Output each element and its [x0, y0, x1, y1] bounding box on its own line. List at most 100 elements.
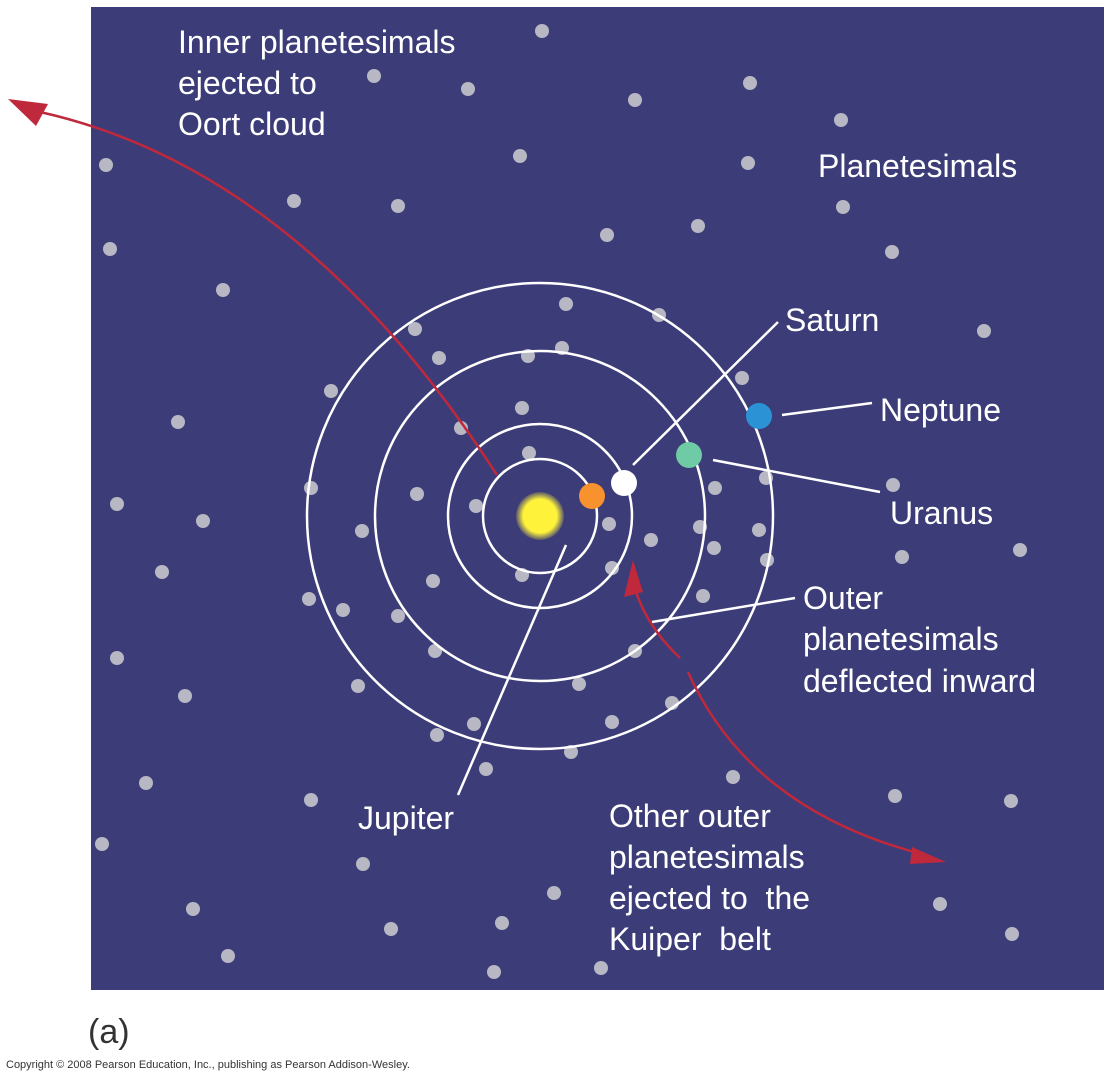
saturn-leader	[632, 321, 779, 466]
planetesimal-dot	[726, 770, 740, 784]
planetesimal-dot	[895, 550, 909, 564]
panel-label: (a)	[88, 1013, 130, 1051]
orbits	[305, 281, 775, 751]
planetesimal-dot	[933, 897, 947, 911]
other-label-1: Other outer	[609, 798, 771, 834]
inner-label-2: ejected to	[178, 65, 317, 101]
planetesimal-dot	[741, 156, 755, 170]
planetesimal-dot	[605, 561, 619, 575]
planetesimal-dot	[384, 922, 398, 936]
arrowhead-icon	[910, 847, 946, 864]
sun	[516, 492, 564, 540]
planetesimal-dot	[888, 789, 902, 803]
uranus-leader	[712, 458, 881, 494]
kuiper-arrow	[686, 671, 926, 857]
planetesimal-dot	[696, 589, 710, 603]
planetesimal-dot	[1004, 794, 1018, 808]
planetesimals-label: Planetesimals	[818, 148, 1017, 184]
planetesimal-dot	[735, 371, 749, 385]
planetesimal-dot	[547, 886, 561, 900]
inner-label-3: Oort cloud	[178, 106, 326, 142]
planetesimal-dot	[691, 219, 705, 233]
planetesimal-dot	[356, 857, 370, 871]
other-label-4: Kuiper belt	[609, 921, 771, 957]
planetesimal-dot	[221, 949, 235, 963]
uranus-label: Uranus	[890, 495, 993, 531]
planetesimal-dot	[454, 421, 468, 435]
planetesimal-dot	[515, 401, 529, 415]
saturn-planet	[611, 470, 637, 496]
planetesimal-dot	[139, 776, 153, 790]
planetesimal-dot	[110, 651, 124, 665]
planetesimal-dot	[155, 565, 169, 579]
planetesimal-dot	[535, 24, 549, 38]
arrowhead-icon	[624, 560, 643, 597]
planetesimal-dot	[628, 93, 642, 107]
uranus-orbit	[373, 349, 707, 683]
saturn-label: Saturn	[785, 302, 879, 338]
planetesimal-dot	[99, 158, 113, 172]
planetesimal-dot	[196, 514, 210, 528]
planetesimal-dot	[367, 69, 381, 83]
planetesimal-dot	[469, 499, 483, 513]
label-lines	[456, 321, 881, 796]
planetesimal-dot	[304, 793, 318, 807]
planetesimal-dot	[426, 574, 440, 588]
planetesimal-dot	[302, 592, 316, 606]
planetesimal-dot	[522, 446, 536, 460]
uranus-planet	[676, 442, 702, 468]
planetesimal-dot	[391, 609, 405, 623]
outer-label-2: planetesimals	[803, 621, 999, 657]
planetesimal-dot	[487, 965, 501, 979]
planetesimal-dot	[186, 902, 200, 916]
planetesimal-dot	[432, 351, 446, 365]
neptune-label: Neptune	[880, 392, 1001, 428]
planetesimal-dot	[216, 283, 230, 297]
copyright: Copyright © 2008 Pearson Education, Inc.…	[6, 1059, 410, 1071]
arrowheads	[8, 99, 946, 864]
planetesimal-dot	[977, 324, 991, 338]
planetesimal-dot	[602, 517, 616, 531]
outer-label-1: Outer	[803, 580, 883, 616]
planetesimal-dot	[479, 762, 493, 776]
planetesimal-dot	[355, 524, 369, 538]
planetesimal-dot	[95, 837, 109, 851]
planetesimal-dot	[708, 481, 722, 495]
planetesimal-dot	[171, 415, 185, 429]
other-label-3: ejected to the	[609, 880, 810, 916]
planetesimal-dot	[391, 199, 405, 213]
other-label-2: planetesimals	[609, 839, 805, 875]
planetesimal-dot	[304, 481, 318, 495]
planetesimal-dot	[430, 728, 444, 742]
inner-label-1: Inner planetesimals	[178, 24, 455, 60]
planetesimal-dot	[594, 961, 608, 975]
neptune-orbit	[305, 281, 775, 751]
planetesimal-dot	[1013, 543, 1027, 557]
planetesimal-dot	[886, 478, 900, 492]
planetesimal-dot	[743, 76, 757, 90]
planetesimal-dot	[513, 149, 527, 163]
outer-leader	[651, 596, 796, 624]
planetesimal-dot	[324, 384, 338, 398]
neptune-planet	[746, 403, 772, 429]
planetesimal-dot	[110, 497, 124, 511]
jupiter-orbit	[481, 457, 599, 575]
planetesimal-dot	[1005, 927, 1019, 941]
planetesimal-dot	[103, 242, 117, 256]
outer-label-3: deflected inward	[803, 663, 1036, 699]
planetesimal-dot	[410, 487, 424, 501]
planetesimal-dot	[287, 194, 301, 208]
jupiter-label: Jupiter	[358, 800, 454, 836]
planetesimal-dot	[467, 717, 481, 731]
planetesimal-dot	[644, 533, 658, 547]
planetesimal-dot	[885, 245, 899, 259]
planetesimal-dot	[707, 541, 721, 555]
planetesimal-dot	[605, 715, 619, 729]
planetesimal-dot	[351, 679, 365, 693]
planetesimal-dot	[600, 228, 614, 242]
planetesimal-dot	[834, 113, 848, 127]
neptune-leader	[781, 401, 873, 417]
planetesimal-dot	[559, 297, 573, 311]
planetesimal-dot	[495, 916, 509, 930]
